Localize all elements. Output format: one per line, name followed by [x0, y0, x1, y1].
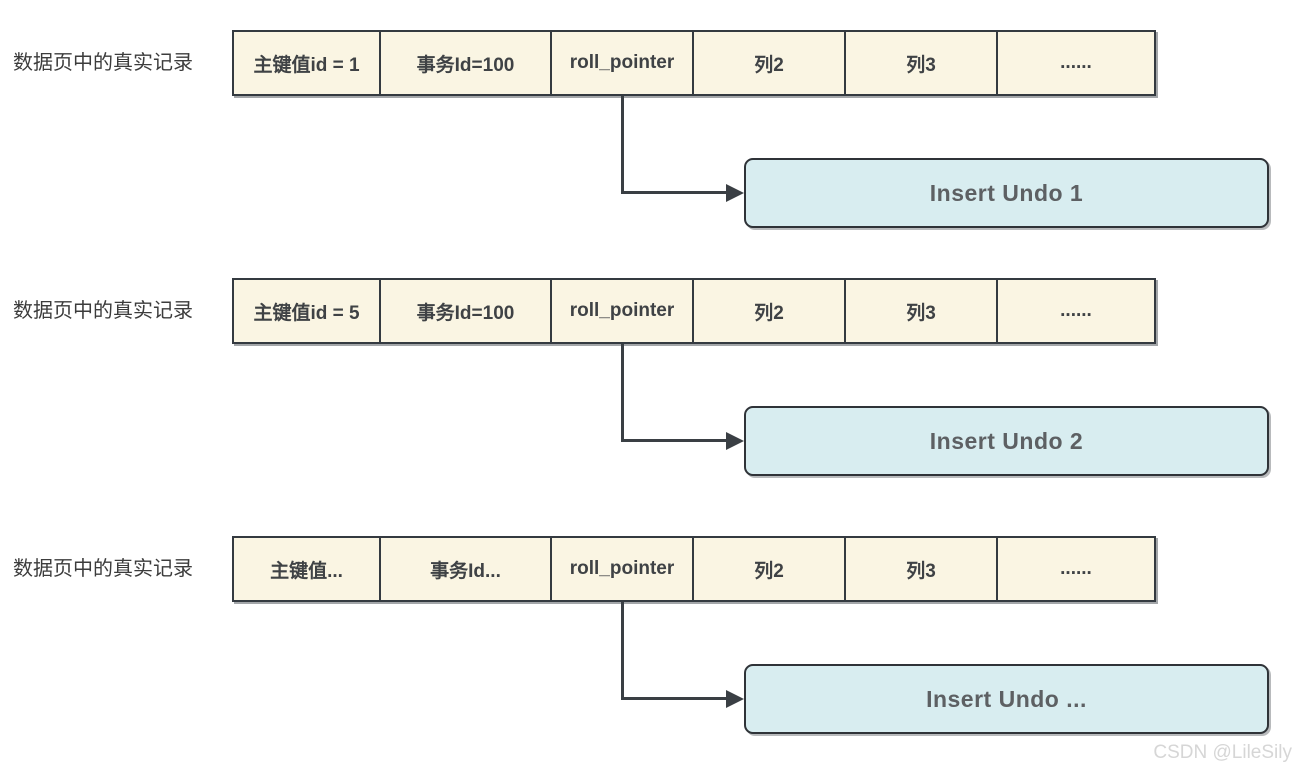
cell-roll-pointer: roll_pointer [552, 538, 694, 600]
undo-log-box: Insert Undo 1 [744, 158, 1269, 228]
cell-ellipsis: ...... [1060, 558, 1092, 579]
cell-primary-key: 主键值... [234, 538, 381, 600]
cell-column-2: 列2 [694, 538, 846, 600]
undo-log-label: Insert Undo 2 [929, 427, 1084, 454]
cell-column-3: 列3 [846, 538, 998, 600]
cell-roll-pointer: roll_pointer [552, 32, 694, 94]
arrow-head-icon [726, 690, 744, 708]
cell-transaction-id: 事务Id... [381, 538, 552, 600]
record-label: 数据页中的真实记录 [13, 52, 193, 74]
record-group-2: 数据页中的真实记录 主键值id = 5 事务Id=100 roll_pointe… [0, 278, 1299, 490]
connector-horizontal-line [621, 697, 727, 700]
cell-primary-key: 主键值id = 5 [234, 280, 381, 342]
record-group-3: 数据页中的真实记录 主键值... 事务Id... roll_pointer 列2… [0, 536, 1299, 748]
cell-primary-key: 主键值id = 1 [234, 32, 381, 94]
record-table: 主键值id = 5 事务Id=100 roll_pointer 列2 列3 ..… [232, 278, 1156, 344]
cell-transaction-id: 事务Id=100 [381, 280, 552, 342]
arrow-head-icon [726, 184, 744, 202]
cell-transaction-id: 事务Id=100 [381, 32, 552, 94]
connector-vertical-line [621, 96, 624, 194]
cell-column-3: 列3 [846, 280, 998, 342]
cell-ellipsis: ...... [1060, 52, 1092, 73]
record-label: 数据页中的真实记录 [13, 558, 193, 580]
cell-roll-pointer: roll_pointer [552, 280, 694, 342]
record-group-1: 数据页中的真实记录 主键值id = 1 事务Id=100 roll_pointe… [0, 30, 1299, 242]
arrow-head-icon [726, 432, 744, 450]
cell-column-2: 列2 [694, 280, 846, 342]
cell-column-3: 列3 [846, 32, 998, 94]
undo-log-label: Insert Undo ... [926, 685, 1087, 712]
undo-log-box: Insert Undo ... [744, 664, 1269, 734]
undo-log-box: Insert Undo 2 [744, 406, 1269, 476]
record-table: 主键值... 事务Id... roll_pointer 列2 列3 ...... [232, 536, 1156, 602]
record-table: 主键值id = 1 事务Id=100 roll_pointer 列2 列3 ..… [232, 30, 1156, 96]
connector-horizontal-line [621, 439, 727, 442]
connector-vertical-line [621, 344, 624, 442]
connector-vertical-line [621, 602, 624, 700]
cell-ellipsis: ...... [1060, 300, 1092, 321]
undo-log-label: Insert Undo 1 [929, 179, 1084, 206]
record-label: 数据页中的真实记录 [13, 300, 193, 322]
connector-horizontal-line [621, 191, 727, 194]
watermark: CSDN @LileSily [1153, 742, 1292, 763]
cell-column-2: 列2 [694, 32, 846, 94]
